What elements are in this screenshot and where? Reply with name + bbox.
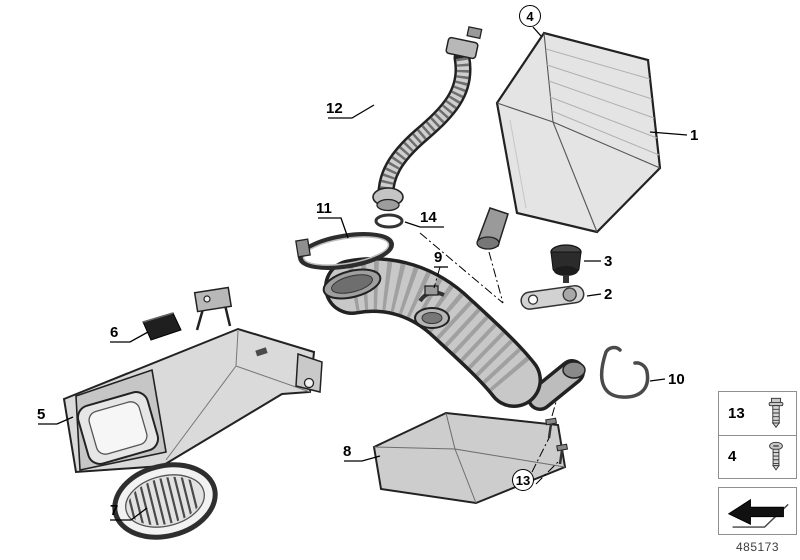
duct-bracket [193,286,233,331]
direction-symbol-box [718,487,797,535]
small-clamp [418,285,445,303]
callout-5[interactable]: 5 [37,406,46,423]
hose-clamp [295,232,394,270]
alignment-lines [419,232,559,485]
callout-7[interactable]: 7 [110,502,119,519]
legend-label-4: 4 [728,448,737,466]
holder-bracket [520,284,585,310]
callout-9[interactable]: 9 [434,249,443,266]
intake-silencer-housing [476,31,662,250]
air-duct [62,327,323,474]
o-ring [374,213,404,229]
legend-row-4[interactable]: 4 [719,434,796,479]
mounting-screws [545,417,569,465]
wire-clip [599,345,650,399]
callout-11[interactable]: 11 [316,200,332,217]
callout-1[interactable]: 1 [690,127,699,144]
callout-10[interactable]: 10 [668,371,685,388]
callout-2[interactable]: 2 [604,286,613,303]
callout-6[interactable]: 6 [110,324,119,341]
rubber-mount [550,244,582,283]
callout-4[interactable]: 4 [519,5,541,27]
diagram-part-number: 485173 [735,540,780,554]
leader-lines [38,26,688,521]
legend-label-13: 13 [728,404,745,422]
callout-3[interactable]: 3 [604,253,613,270]
callout-8[interactable]: 8 [343,443,352,460]
foam-pad [142,312,182,341]
screw-icon [769,441,783,471]
fastener-legend: 13 4 [718,391,797,479]
callout-12[interactable]: 12 [326,100,343,117]
vent-hose [372,26,483,212]
callout-13[interactable]: 13 [512,469,534,491]
vent-grille [112,462,218,540]
direction-arrow-icon [727,498,789,528]
intake-boot [322,257,542,408]
legend-row-13[interactable]: 13 [719,392,796,435]
flange-bolt-icon [768,398,784,429]
callout-14[interactable]: 14 [420,209,437,226]
